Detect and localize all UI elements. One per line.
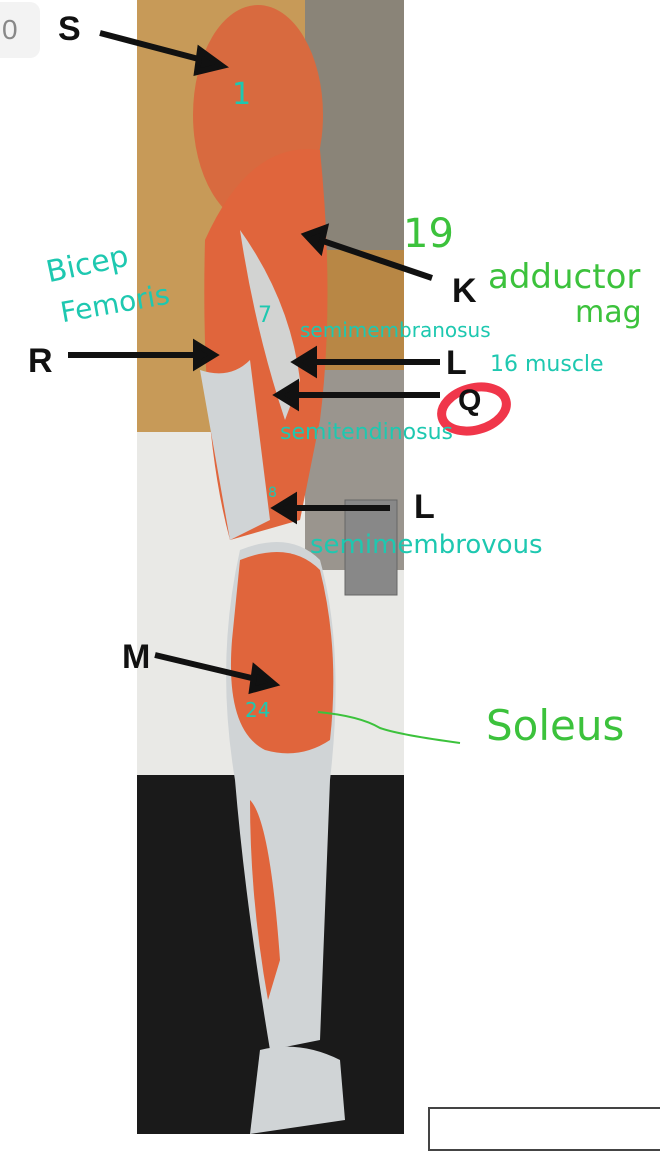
note-1: 1 <box>232 77 252 112</box>
leg-model <box>193 5 345 1134</box>
note-semimembranosus: semimembranosus <box>300 318 491 342</box>
note-8: 8 <box>268 485 277 501</box>
note-7: 7 <box>258 303 272 328</box>
page-badge: 0 <box>0 2 40 58</box>
arrows <box>68 30 440 695</box>
label-s: S <box>58 10 81 48</box>
note-adductor: adductor <box>488 257 641 297</box>
note-16-muscle: 16 muscle <box>490 352 604 377</box>
note-semitendinosus: semitendinosus <box>280 420 453 445</box>
bottom-box <box>428 1107 660 1151</box>
note-semimembrovous: semimembrovous <box>310 530 543 560</box>
label-q: Q <box>458 384 482 417</box>
label-l-lower: L <box>414 488 435 526</box>
red-circle-mark <box>437 382 511 436</box>
soleus-pointer <box>317 711 461 744</box>
note-24: 24 <box>245 698 271 722</box>
label-k: K <box>452 272 477 310</box>
gastrocnemius <box>230 552 334 754</box>
note-19: 19 <box>403 211 454 257</box>
label-l-upper: L <box>446 344 467 382</box>
note-mag: mag <box>575 295 642 330</box>
note-soleus: Soleus <box>486 701 625 750</box>
label-m: M <box>122 638 151 676</box>
label-r: R <box>28 342 53 380</box>
